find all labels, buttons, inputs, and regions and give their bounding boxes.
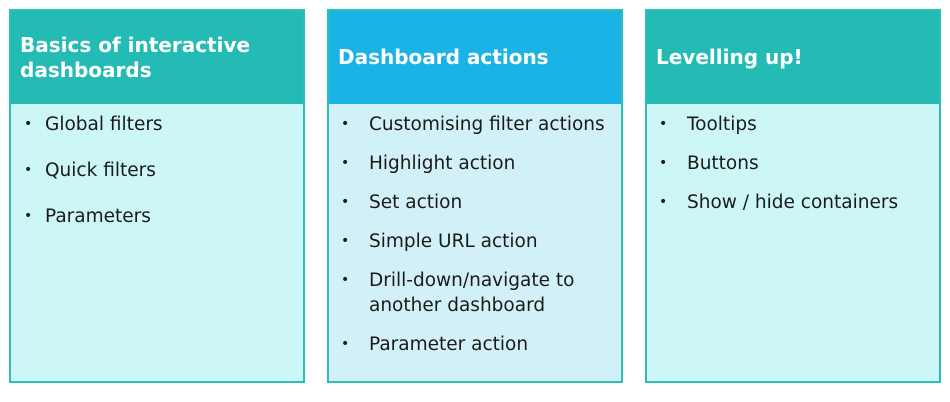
list-item: • Show / hide containers <box>653 190 929 215</box>
list-item-label: Show / hide containers <box>687 192 899 213</box>
list-item-label: Drill-down/navigate to another dashboard <box>369 270 575 316</box>
column-basics-title: Basics of interactive dashboards <box>11 11 303 104</box>
bullet-icon: • <box>341 336 350 352</box>
column-basics-body: • Global filters • Quick filters • Paramete… <box>11 104 303 229</box>
list-item-label: Customising filter actions <box>369 114 605 135</box>
column-levelling-up-body: • Tooltips • Buttons • Show / hide containe… <box>647 104 939 215</box>
column-levelling-up-title: Levelling up! <box>647 11 939 104</box>
bullet-icon: • <box>659 155 668 171</box>
bullet-icon: • <box>24 116 33 132</box>
bullet-icon: • <box>659 194 668 210</box>
list-item-label: Set action <box>369 192 463 213</box>
bullet-icon: • <box>341 272 350 288</box>
bullet-icon: • <box>659 116 668 132</box>
list-item: • Customising filter actions <box>335 112 611 137</box>
list-item: • Tooltips <box>653 112 929 137</box>
bullet-icon: • <box>341 116 350 132</box>
list-item: • Parameters <box>17 204 293 229</box>
list-item: • Set action <box>335 190 611 215</box>
list-item-label: Simple URL action <box>369 231 538 252</box>
column-levelling-up-list: • Tooltips • Buttons • Show / hide containe… <box>653 112 929 215</box>
list-item-label: Buttons <box>687 153 759 174</box>
column-dashboard-actions-list: • Customising filter actions • Highlight a… <box>335 112 611 357</box>
bullet-icon: • <box>341 155 350 171</box>
list-item: • Quick filters <box>17 158 293 183</box>
column-dashboard-actions-title: Dashboard actions <box>329 11 621 104</box>
list-item-label: Tooltips <box>687 114 757 135</box>
list-item-label: Parameters <box>45 206 151 227</box>
column-basics-list: • Global filters • Quick filters • Paramete… <box>17 112 293 229</box>
column-dashboard-actions-body: • Customising filter actions • Highlight a… <box>329 104 621 357</box>
list-item: • Simple URL action <box>335 229 611 254</box>
bullet-icon: • <box>341 194 350 210</box>
list-item-label: Global filters <box>45 114 163 135</box>
list-item-label: Parameter action <box>369 334 529 355</box>
list-item-label: Highlight action <box>369 153 516 174</box>
list-item: • Drill-down/navigate to another dashboar… <box>335 268 611 318</box>
list-item: • Buttons <box>653 151 929 176</box>
list-item: • Highlight action <box>335 151 611 176</box>
column-levelling-up: Levelling up! • Tooltips • Buttons • Show /… <box>645 9 941 383</box>
column-basics: Basics of interactive dashboards • Global… <box>9 9 305 383</box>
bullet-icon: • <box>24 162 33 178</box>
list-item: • Parameter action <box>335 332 611 357</box>
list-item: • Global filters <box>17 112 293 137</box>
list-item-label: Quick filters <box>45 160 156 181</box>
bullet-icon: • <box>24 208 33 224</box>
column-dashboard-actions: Dashboard actions • Customising filter ac… <box>327 9 623 383</box>
bullet-icon: • <box>341 233 350 249</box>
